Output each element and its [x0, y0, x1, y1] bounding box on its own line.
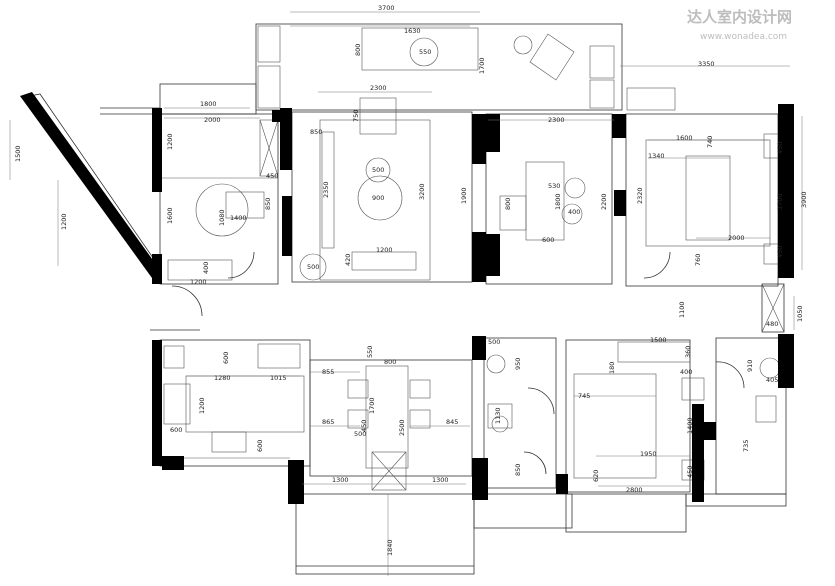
- dim-bed1-3900: 3900: [800, 191, 808, 208]
- dim-study-400: 400: [202, 262, 210, 274]
- dim-bath2-735: 735: [742, 440, 750, 452]
- dim-din2-450: 450: [360, 420, 368, 432]
- dim-bot-1300-l: 1300: [332, 476, 349, 484]
- dim-living-table-h: 800: [354, 44, 362, 56]
- dim-bot-1300-r: 1300: [432, 476, 449, 484]
- dim-sofa-850: 850: [310, 128, 322, 136]
- dim-dining-530: 530: [548, 182, 560, 190]
- dim-din2-2500: 2500: [398, 419, 406, 436]
- dim-kit-600b: 600: [170, 426, 182, 434]
- dim-bed1-1600: 1600: [676, 134, 693, 142]
- dim-bed2-180: 180: [608, 362, 616, 374]
- dim-bed2-2800: 2800: [626, 486, 643, 494]
- walls: [20, 92, 794, 504]
- dim-dining-400: 400: [568, 208, 580, 216]
- dim-bed1-2320: 2320: [636, 187, 644, 204]
- dim-dining-1800: 1800: [554, 193, 562, 210]
- dim-sofa-w: 2300: [370, 84, 387, 92]
- dim-bed1-1340: 1340: [648, 152, 665, 160]
- dim-left-1200: 1200: [60, 213, 68, 230]
- dim-living-1700: 1700: [478, 57, 486, 74]
- dimension-labels: 3700 1630 800 550 1700 2300 750 850 500 …: [14, 4, 808, 556]
- dim-din2-1700: 1700: [368, 397, 376, 414]
- dim-tv-420: 420: [344, 254, 352, 266]
- dim-study-450: 450: [266, 172, 278, 180]
- dim-balcony-1800: 1800: [200, 100, 217, 108]
- dim-study-850: 850: [264, 198, 272, 210]
- dim-round-500: 500: [307, 263, 319, 271]
- dim-sofa-750: 750: [352, 110, 360, 122]
- dim-bath-500: 500: [488, 338, 500, 346]
- dim-study-1600: 1600: [166, 207, 174, 224]
- dim-din2-550: 550: [366, 346, 374, 358]
- dim-bath-950: 950: [514, 358, 522, 370]
- dim-living-round: 550: [419, 48, 431, 56]
- dim-bed1-740: 740: [706, 136, 714, 148]
- dim-bed1-1700: 1700: [776, 193, 784, 210]
- dim-dining-600: 600: [542, 236, 554, 244]
- dim-din2-855: 855: [322, 368, 334, 376]
- dim-bath-850: 850: [514, 464, 522, 476]
- dim-table-500: 500: [372, 166, 384, 174]
- dim-bed2-620: 620: [592, 470, 600, 482]
- dim-bed1-2000: 2000: [728, 234, 745, 242]
- dim-living-3200: 3200: [418, 183, 426, 200]
- dim-dining-1900: 1900: [460, 187, 468, 204]
- dim-top-overall: 3700: [378, 4, 395, 12]
- dim-bed1-3350: 3350: [698, 60, 715, 68]
- dim-kit-600: 600: [222, 352, 230, 364]
- dim-dining-2200: 2200: [600, 193, 608, 210]
- dim-right-1050: 1050: [796, 305, 804, 322]
- dim-dining-2300: 2300: [548, 116, 565, 124]
- dimension-lines: [9, 11, 803, 576]
- dim-bed1-450: 450: [776, 142, 784, 154]
- dim-bed1-450b: 450: [776, 246, 784, 258]
- dim-study-1200: 1200: [166, 133, 174, 150]
- dim-kit-1015: 1015: [270, 374, 287, 382]
- dim-din2-845: 845: [446, 418, 458, 426]
- dim-bed2-360: 360: [684, 346, 692, 358]
- dim-bath2-910: 910: [746, 360, 754, 372]
- dim-study-1080: 1080: [218, 209, 226, 226]
- dim-dining-800: 800: [504, 198, 512, 210]
- watermark: 达人室内设计网 www.wonadea.com: [687, 8, 792, 42]
- dim-living-2350: 2350: [322, 181, 330, 198]
- dim-bed2-1400: 1400: [686, 417, 694, 434]
- dim-tv-1200: 1200: [376, 246, 393, 254]
- dim-hall-1100: 1100: [678, 301, 686, 318]
- dim-bath-1130: 1130: [494, 407, 502, 424]
- watermark-url: www.wonadea.com: [700, 32, 787, 42]
- watermark-title: 达人室内设计网: [687, 8, 792, 26]
- dim-din2-800: 800: [384, 358, 396, 366]
- dim-kit-600c: 600: [256, 440, 264, 452]
- dim-kit-1280: 1280: [214, 374, 231, 382]
- room-outlines: [29, 23, 787, 575]
- dim-bed2-400: 400: [680, 368, 692, 376]
- dim-study-1400: 1400: [230, 214, 247, 222]
- dim-left-1500: 1500: [14, 145, 22, 162]
- dim-balcony-2000: 2000: [204, 116, 221, 124]
- dim-bed1-760: 760: [694, 254, 702, 266]
- dim-din2-500: 500: [354, 430, 366, 438]
- dim-din2-865: 865: [322, 418, 334, 426]
- dim-bed2-745: 745: [578, 392, 590, 400]
- dim-bath2-405: 405: [766, 376, 778, 384]
- dim-bed2-450: 450: [686, 466, 694, 478]
- dim-bed2-1950: 1950: [640, 450, 657, 458]
- dim-bot-1840: 1840: [386, 539, 394, 556]
- dim-right-480: 480: [766, 320, 778, 328]
- dim-study-1200c: 1200: [190, 278, 207, 286]
- dim-living-table-w: 1630: [404, 27, 421, 35]
- dim-bed2-1500: 1500: [650, 336, 667, 344]
- dim-table-900: 900: [372, 194, 384, 202]
- dim-kit-1200: 1200: [198, 397, 206, 414]
